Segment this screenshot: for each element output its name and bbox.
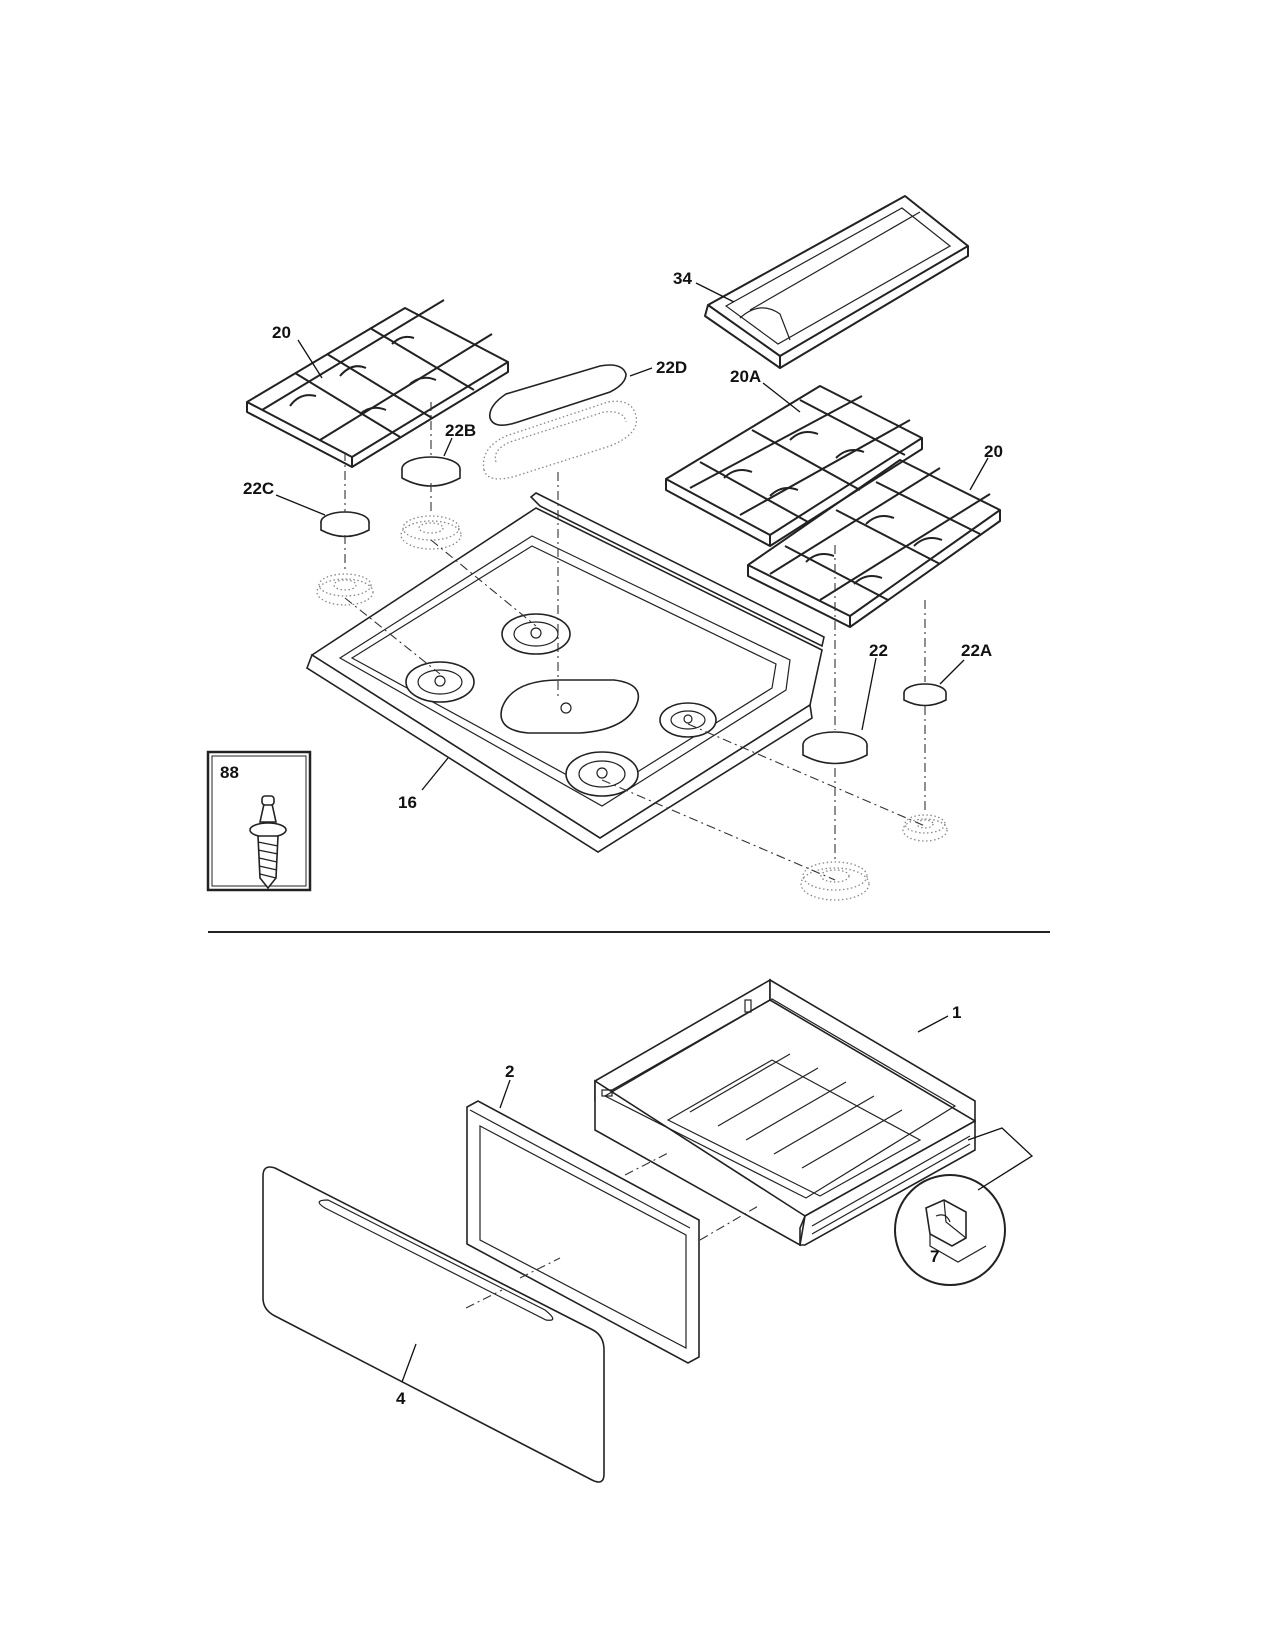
- left-burner-grate: [246, 299, 509, 468]
- burner-cap-22a: [902, 683, 948, 842]
- callout-22b: 22B: [445, 421, 476, 440]
- drawer-front-panel: [262, 1166, 605, 1483]
- drawer-liner-frame: [466, 1100, 700, 1364]
- callout-7: 7: [930, 1247, 939, 1266]
- callout-22d: 22D: [656, 358, 687, 377]
- callout-4: 4: [396, 1389, 406, 1408]
- clip-detail-callout: [894, 1127, 1034, 1286]
- drawer-body: [594, 978, 976, 1247]
- burner-cap-22b: [400, 456, 462, 550]
- callout-22c: 22C: [243, 479, 274, 498]
- center-burner-grate: [665, 385, 923, 547]
- callout-20a: 20A: [730, 367, 761, 386]
- right-burner-grate: [747, 459, 1001, 628]
- callout-34: 34: [673, 269, 692, 288]
- callout-20-left: 20: [272, 323, 291, 342]
- griddle: [704, 195, 969, 369]
- cooktop-main-top: [306, 492, 825, 853]
- callout-2: 2: [505, 1062, 514, 1081]
- screw-inset-box: [206, 750, 312, 892]
- callout-1: 1: [952, 1003, 961, 1022]
- alignment-lines-bottom: [465, 1151, 761, 1309]
- callout-16: 16: [398, 793, 417, 812]
- burner-cap-22: [800, 731, 870, 901]
- leader-lines-top: [275, 282, 989, 791]
- callout-88: 88: [220, 763, 239, 782]
- callout-20-right: 20: [984, 442, 1003, 461]
- alignment-lines-top: [344, 402, 926, 881]
- leader-lines-bottom: [401, 1015, 949, 1383]
- callout-22: 22: [869, 641, 888, 660]
- callout-22a: 22A: [961, 641, 992, 660]
- oval-burner-cap: [482, 364, 638, 480]
